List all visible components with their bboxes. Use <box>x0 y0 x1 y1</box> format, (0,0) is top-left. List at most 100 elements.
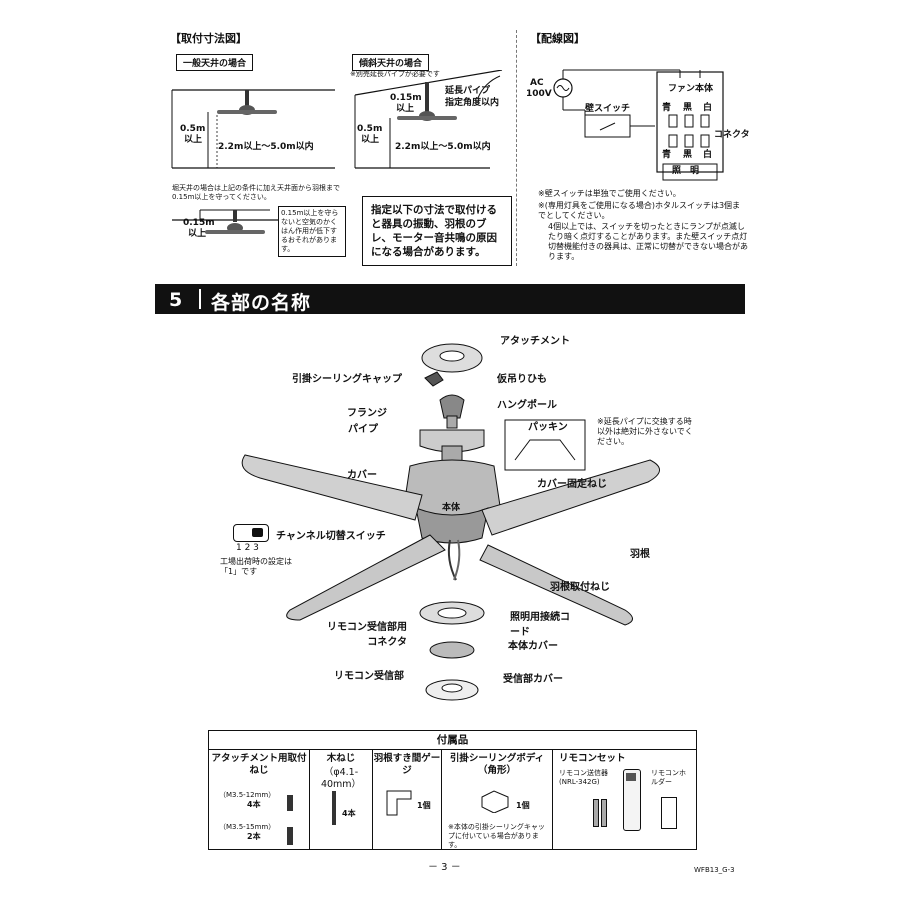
beam-note: 堀天井の場合は上記の条件に加え天井面から羽根まで0.15m以上を守ってください。 <box>172 184 340 201</box>
fan-body-box <box>656 71 724 173</box>
acc1-title: アタッチメント用取付ねじ <box>211 753 307 776</box>
angle-label: 指定角度以内 <box>445 98 500 108</box>
acc4-qty: 1個 <box>516 801 530 810</box>
dim-05-sloped: 0.5m <box>357 124 383 134</box>
wall-switch-label: 壁スイッチ <box>585 104 631 114</box>
remote-holder-icon <box>661 797 677 829</box>
fan-body-label: ファン本体 <box>668 84 714 94</box>
dim-ijo-3: 以上 <box>361 135 380 145</box>
label-remote-connector: リモコン受信部用コネクタ <box>327 622 407 648</box>
label-temp-cord: 仮吊りひも <box>497 374 547 385</box>
acc4-title: 引掛シーリングボディ（角形） <box>449 753 545 776</box>
section-header: 5 各部の名称 <box>155 284 745 314</box>
dim-015-beam: 0.15m <box>183 218 215 228</box>
label-attachment: アタッチメント <box>500 336 570 347</box>
ceiling-body-icon <box>481 790 509 813</box>
mount-diagram <box>171 70 503 234</box>
light-label: 照 明 <box>672 166 700 176</box>
wire-blue-2: 青 <box>662 150 672 160</box>
acc3-title: 羽根すき間ゲージ <box>373 753 441 776</box>
label-pipe: パイプ <box>348 424 378 435</box>
channel-switch-icon[interactable] <box>233 524 269 542</box>
factory-setting-note: 工場出荷時の設定は「1」です <box>220 557 292 576</box>
label-flange: フランジ <box>347 408 387 419</box>
accessories-title: 付属品 <box>209 731 696 750</box>
remote-control-icon <box>623 769 641 831</box>
acc5-holder: リモコンホルダー <box>651 769 686 786</box>
dim-ijo-2: 以上 <box>396 104 415 114</box>
acc-col-ceiling-body: 引掛シーリングボディ（角形） 1個 ※本体の引掛シーリングキャップに付いている場… <box>442 749 553 849</box>
label-hang-pole: ハングポール <box>497 400 557 411</box>
fan-sloped-icon <box>397 82 457 121</box>
ext-pipe-label: 延長パイプ <box>445 86 491 96</box>
acc1-spec2: （M3.5-15mm） <box>219 823 276 831</box>
acc-col-gauge: 羽根すき間ゲージ 1個 <box>373 749 442 849</box>
dim-ijo-1: 以上 <box>184 135 203 145</box>
accessories-table: 付属品 アタッチメント用取付ねじ （M3.5-12mm） 4本 （M3.5-15… <box>208 730 697 850</box>
volt-label: 100V <box>526 89 552 99</box>
label-body-cover: 本体カバー <box>508 641 558 652</box>
height-range-1: 2.2m以上～5.0m以内 <box>218 142 314 152</box>
acc-col-wood-screw: 木ねじ （φ4.1-40mm） 4本 <box>310 749 373 849</box>
label-packing: パッキン <box>528 422 568 433</box>
mount-warning: 指定以下の寸法で取付けると器具の振動、羽根のブレ、モーター音共鳴の原因になる場合… <box>362 196 512 266</box>
section-separator <box>199 289 201 309</box>
switch-knob <box>252 528 263 537</box>
page-number: － 3 － <box>428 862 461 873</box>
label-body: 本体 <box>442 503 461 513</box>
sloped-ceiling-label: 傾斜天井の場合 <box>352 54 430 71</box>
acc-col-attachment-screw: アタッチメント用取付ねじ （M3.5-12mm） 4本 （M3.5-15mm） … <box>209 749 310 849</box>
acc2-spec: （φ4.1-40mm） <box>320 767 362 790</box>
blade-left-back <box>241 454 423 521</box>
beam-warning: 0.15m以上を守らないと空気のかくはん作用が低下するおそれがあります。 <box>278 206 346 257</box>
wiring-note-1: ※壁スイッチは単独でご使用ください。 <box>538 189 681 198</box>
column-divider <box>516 30 518 266</box>
switch-numbers: 1 2 3 <box>236 543 259 553</box>
acc5-model: (NRL-342G) <box>559 778 600 786</box>
wiring-diagram <box>553 69 724 181</box>
dim-015-sloped: 0.15m <box>390 93 422 103</box>
packing-inset <box>504 419 586 471</box>
connector-label: コネクタ <box>714 130 750 140</box>
label-light-cord: 照明用接続コード <box>510 612 570 638</box>
wire-white-2: 白 <box>703 150 713 160</box>
wire-black-1: 黒 <box>683 103 693 113</box>
wiring-note-2: ※(専用灯具をご使用になる場合)ホタルスイッチは3個までとしてください。 <box>538 201 741 220</box>
label-receiver-cover: 受信部カバー <box>503 674 563 685</box>
acc5-tx: リモコン送信器 <box>559 769 608 777</box>
blade-left-front <box>286 534 446 621</box>
battery-icon-2 <box>601 799 607 827</box>
height-range-2: 2.2m以上～5.0m以内 <box>395 142 491 152</box>
acc2-title: 木ねじ <box>326 753 356 764</box>
wire-blue-1: 青 <box>662 103 672 113</box>
section-title: 各部の名称 <box>211 292 312 314</box>
wiring-note-3: 4個以上では、スイッチを切ったときにランプが点滅したり暗く点灯することがあります… <box>548 222 748 261</box>
packing-note: ※延長パイプに交換する時以外は絶対に外さないでください。 <box>597 417 693 446</box>
blade-right-front <box>479 544 633 626</box>
blade-right-back <box>481 459 660 536</box>
remote-display <box>626 773 636 781</box>
fan-beam-icon <box>205 210 265 234</box>
acc-col-remote: リモコンセット リモコン送信器 (NRL-342G) リモコンホルダー <box>553 749 696 849</box>
fan-small-icon <box>217 90 277 115</box>
battery-icon-1 <box>593 799 599 827</box>
label-receiver: リモコン受信部 <box>334 671 404 682</box>
screw-icon-1 <box>287 795 293 811</box>
sloped-note: ※別売延長パイプが必要です <box>350 70 440 78</box>
label-blade: 羽根 <box>630 549 650 560</box>
exploded-fan-diagram <box>241 343 660 701</box>
dim-05: 0.5m <box>180 124 206 134</box>
light-box <box>662 163 718 181</box>
screw-icon-2 <box>287 827 293 845</box>
gauge-icon <box>386 790 412 816</box>
label-cover: カバー <box>347 470 377 481</box>
acc5-title: リモコンセット <box>559 753 626 764</box>
label-cover-screw: カバー固定ねじ <box>537 479 607 490</box>
ac-label: AC <box>530 78 544 88</box>
acc1-qty1: 4本 <box>247 800 261 809</box>
label-channel-switch: チャンネル切替スイッチ <box>276 531 386 542</box>
wire-black-2: 黒 <box>683 150 693 160</box>
acc4-note: ※本体の引掛シーリングキャップに付いている場合があります。 <box>448 823 545 849</box>
doc-code: WFB13_G-3 <box>694 866 735 874</box>
dim-ijo-4: 以上 <box>188 229 207 239</box>
